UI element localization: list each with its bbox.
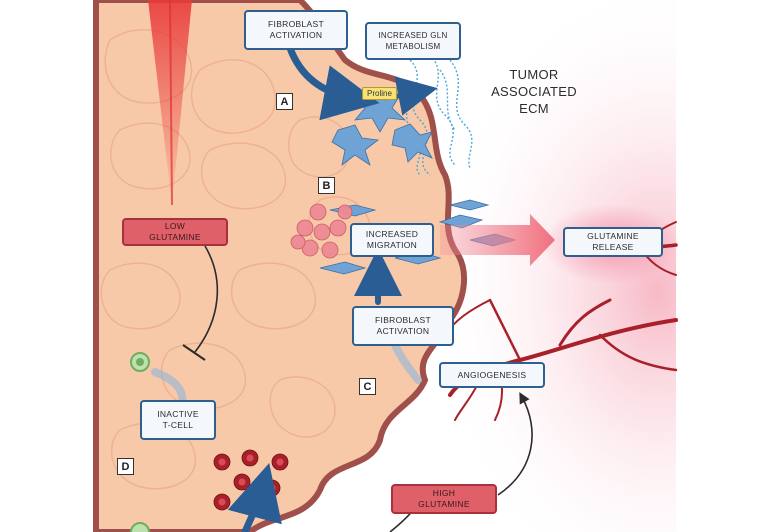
increased-gln-metabolism-label: INCREASED GLN METABOLISM (378, 31, 448, 51)
high-glutamine-box: HIGH GLUTAMINE (391, 484, 497, 514)
glutamine-release-arrow (440, 214, 555, 266)
increased-migration-box: INCREASED MIGRATION (350, 223, 434, 257)
panel-tag-a: A (276, 93, 293, 110)
fibroblast-activation-mid-box: FIBROBLAST ACTIVATION (352, 306, 454, 346)
panel-tag-d: D (117, 458, 134, 475)
angiogenesis-arrow (497, 392, 533, 496)
migrating-tumor-cells (290, 203, 353, 259)
low-glutamine-box: LOW GLUTAMINE (122, 218, 228, 246)
inactive-tcell-label: INACTIVE T-CELL (157, 409, 199, 430)
inactive-tcell-box: INACTIVE T-CELL (140, 400, 216, 440)
angiogenesis-box: ANGIOGENESIS (439, 362, 545, 388)
low-glutamine-label: LOW GLUTAMINE (149, 221, 201, 242)
fibroblast-activation-top-box: FIBROBLAST ACTIVATION (244, 10, 348, 50)
fibroblast-activation-top-label: FIBROBLAST ACTIVATION (268, 19, 324, 40)
panel-tag-c: C (359, 378, 376, 395)
high-glutamine-label: HIGH GLUTAMINE (418, 488, 470, 509)
increased-migration-label: INCREASED MIGRATION (365, 229, 419, 250)
inhibition-line (194, 245, 219, 353)
fibroblast-activation-mid-label: FIBROBLAST ACTIVATION (375, 315, 431, 336)
t-cell (130, 352, 150, 532)
panel-tag-b: B (318, 177, 335, 194)
tumor-mass (93, 0, 468, 532)
increased-gln-metabolism-box: INCREASED GLN METABOLISM (365, 22, 461, 60)
right-margin (676, 0, 768, 532)
inhibition-bar (182, 344, 206, 361)
laser-beam-core (169, 0, 173, 206)
tumor-cell-texture (100, 28, 371, 490)
tumor-associated-ecm-label: TUMOR ASSOCIATED ECM (491, 67, 577, 116)
left-margin (0, 0, 96, 532)
glutamine-release-label: GLUTAMINE RELEASE (587, 231, 639, 252)
glutamine-release-box: GLUTAMINE RELEASE (563, 227, 663, 257)
blue-arrows (227, 44, 438, 532)
angiogenesis-label: ANGIOGENESIS (457, 369, 527, 380)
proline-label: Proline (362, 87, 397, 100)
